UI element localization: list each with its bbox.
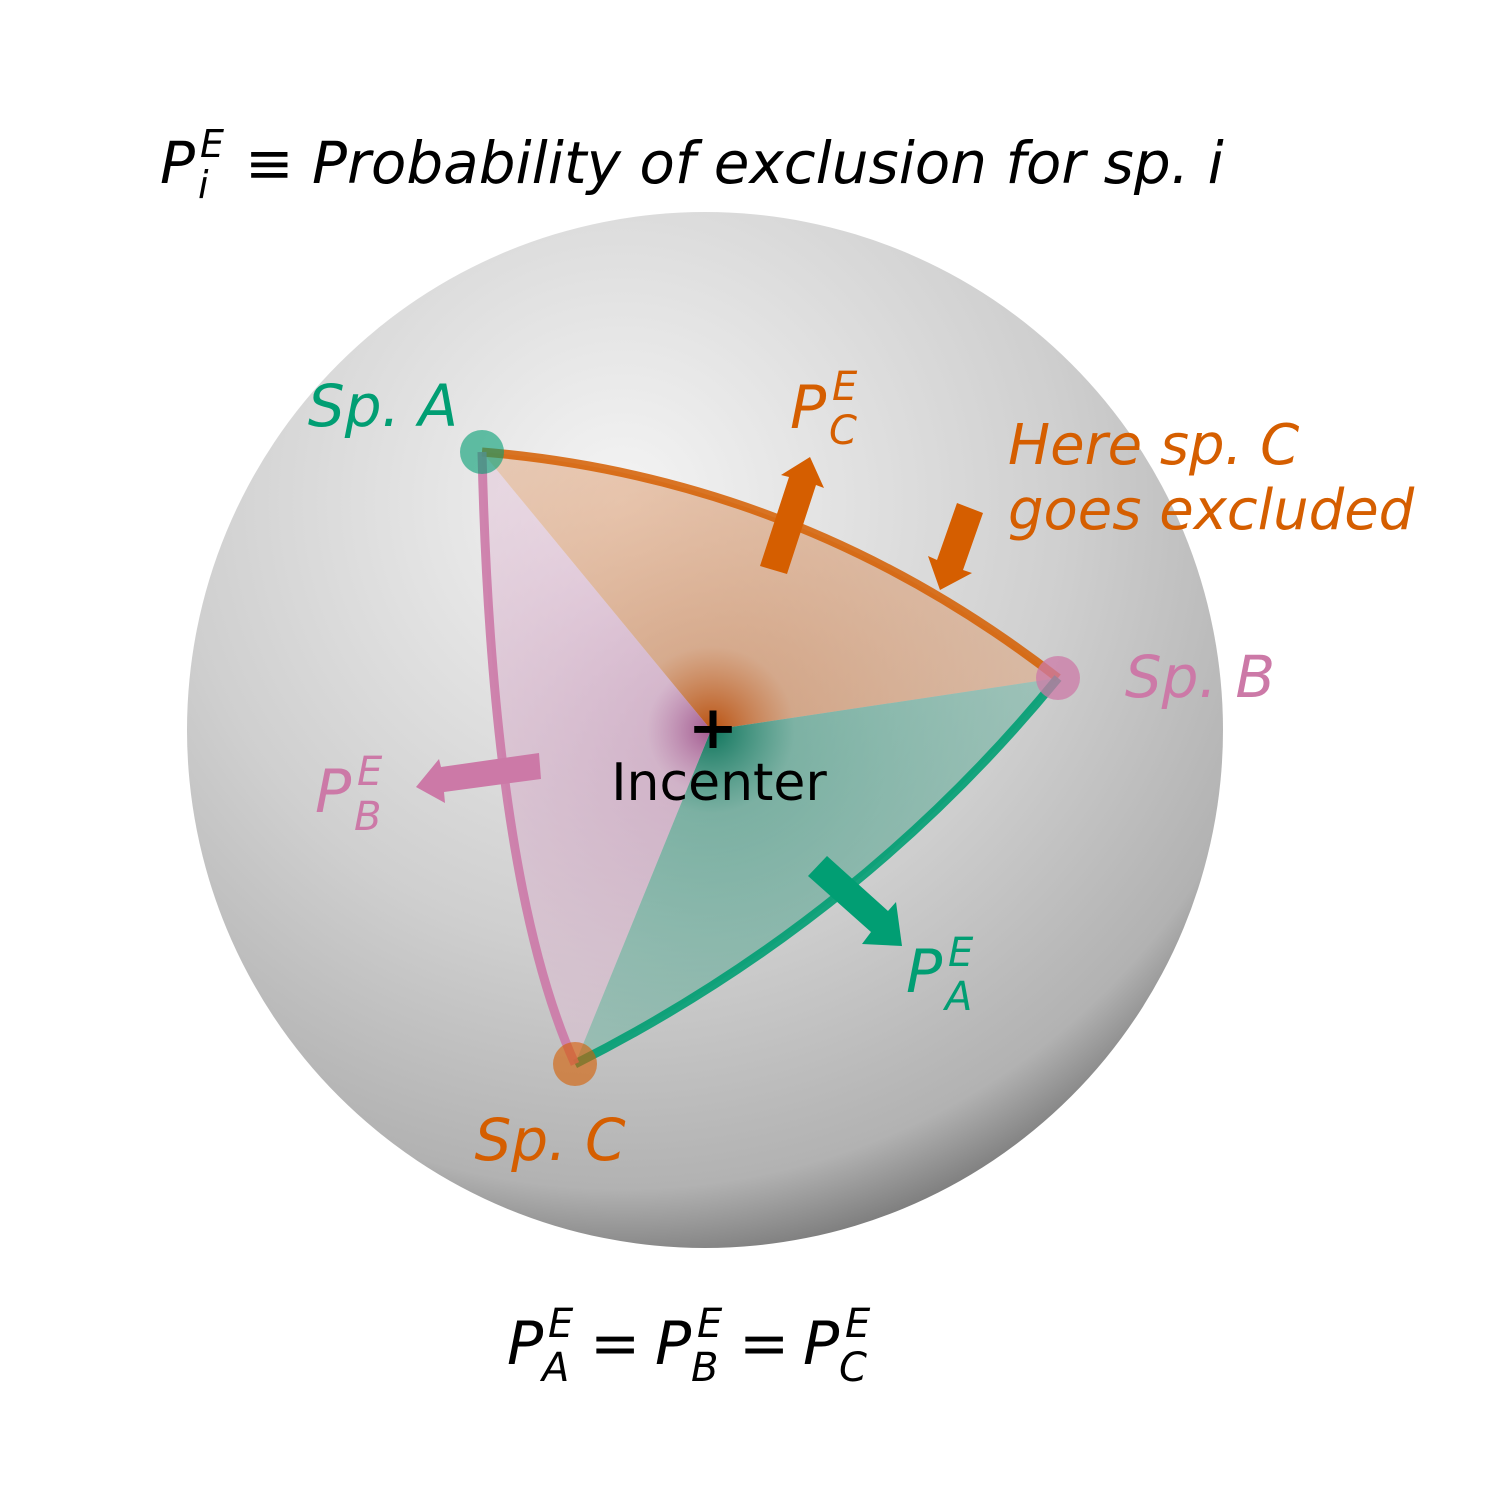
exclusion-annotation-line2: goes excluded [1008, 478, 1415, 543]
arrow-pb-left [416, 753, 541, 803]
edge-ca [477, 451, 580, 1066]
arrow-exclusion-down [928, 503, 983, 590]
prob-label-a-sup: E [948, 930, 974, 976]
title-sup: E [200, 122, 224, 166]
vertex-a [460, 430, 504, 474]
prob-label-c-sup: E [832, 364, 858, 410]
prob-label-b-symbol: P [315, 757, 352, 827]
title-sub: i [198, 163, 209, 207]
eq-term-a-sup: E [548, 1301, 574, 1347]
eq-term-c-symbol: P [803, 1309, 840, 1379]
eq-term-b-sup: E [697, 1301, 723, 1347]
incenter-label: Incenter [611, 753, 827, 813]
prob-label-c: P E C [790, 364, 862, 454]
prob-label-b-sup: E [357, 749, 383, 795]
eq-term-b-symbol: P [655, 1309, 692, 1379]
species-c-label: Sp. C [474, 1106, 626, 1174]
equality-equation: P E A = P E B = P E C [507, 1301, 875, 1391]
prob-label-a-sub: A [942, 974, 972, 1020]
vertex-c [553, 1042, 597, 1086]
prob-label-c-sub: C [829, 408, 857, 454]
eq-operator-2: = [739, 1309, 789, 1379]
title-symbol: P [160, 129, 195, 197]
prob-label-b: P E B [315, 749, 387, 840]
vertex-b [1036, 656, 1080, 700]
exclusion-annotation: Here sp. C goes excluded [1008, 413, 1415, 543]
eq-term-b-sub: B [691, 1345, 718, 1391]
eq-term-c-sup: E [845, 1301, 871, 1347]
title: P E i ≡ Probability of exclusion for sp.… [160, 122, 1224, 207]
sector-c-region [482, 452, 1058, 730]
prob-label-c-symbol: P [790, 373, 827, 443]
sector-b-region [482, 452, 711, 1064]
arrow-pc-up [760, 457, 824, 574]
eq-term-a-sub: A [539, 1345, 569, 1391]
exclusion-annotation-line1: Here sp. C [1008, 413, 1299, 478]
eq-operator-1: = [590, 1309, 640, 1379]
prob-label-a: P E A [906, 930, 978, 1020]
eq-term-a-symbol: P [507, 1309, 544, 1379]
species-b-label: Sp. B [1125, 643, 1275, 711]
prob-label-a-symbol: P [906, 937, 943, 1007]
prob-label-b-sub: B [354, 794, 381, 840]
arrow-pa-down [808, 856, 902, 946]
title-text: ≡ Probability of exclusion for sp. i [245, 129, 1224, 197]
species-a-label: Sp. A [308, 372, 458, 440]
incenter-marker: + [688, 693, 738, 763]
eq-term-c-sub: C [839, 1345, 867, 1391]
